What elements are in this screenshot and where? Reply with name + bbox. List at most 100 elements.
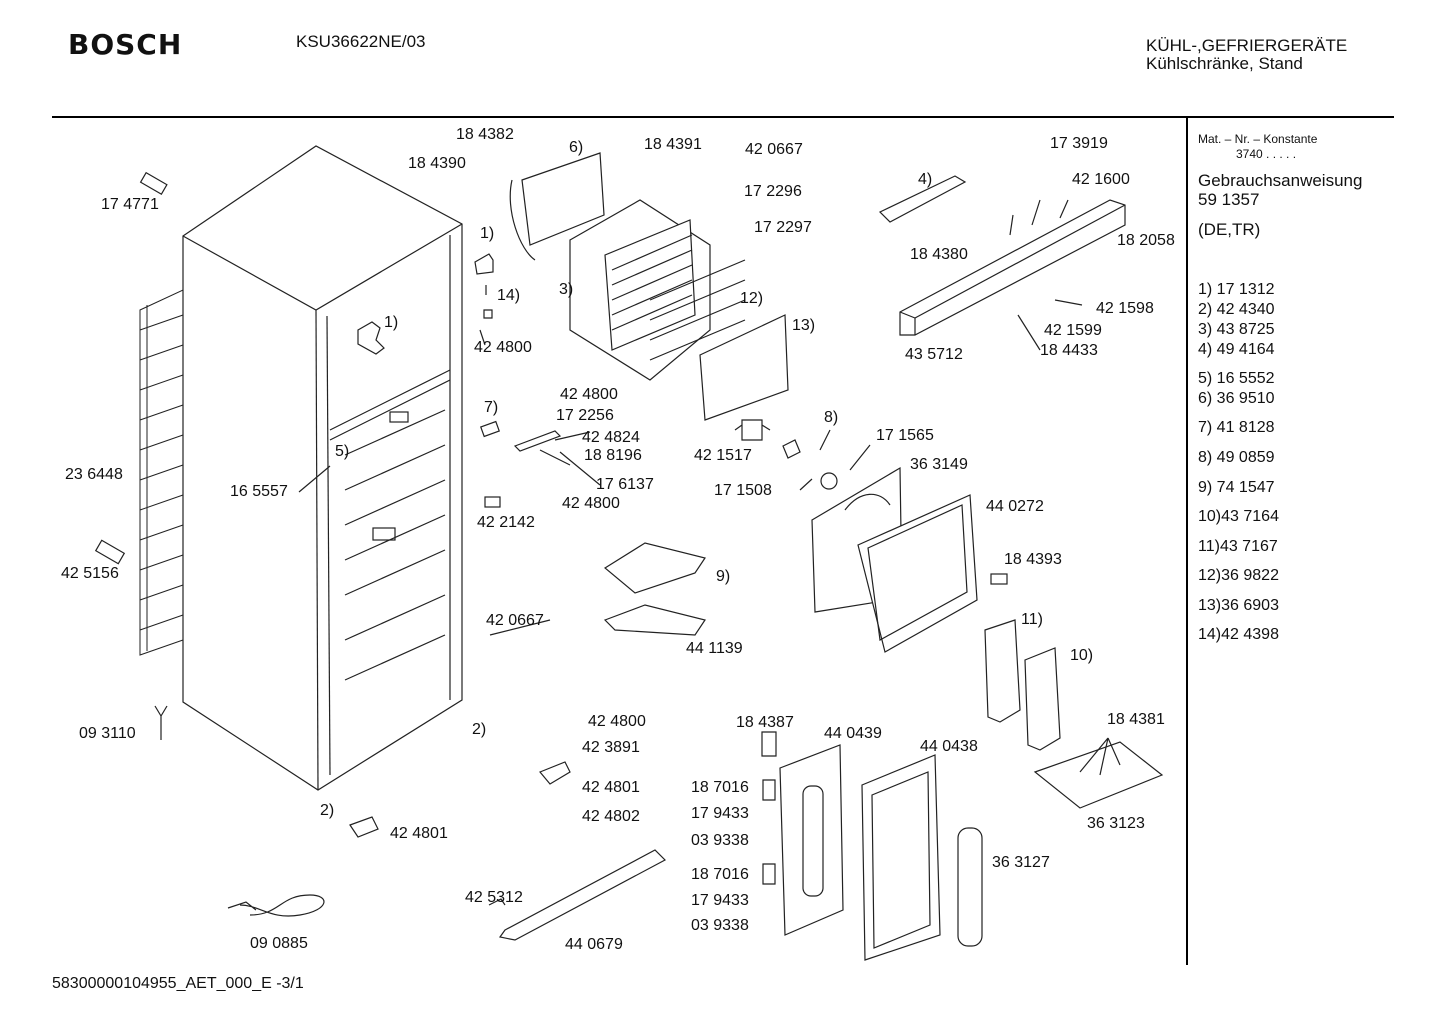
- part-label: 17 1508: [714, 482, 772, 499]
- part-label: 42 4801: [390, 825, 448, 842]
- part-label: 17 9433: [691, 805, 749, 822]
- part-label: 17 2256: [556, 407, 614, 424]
- legend-item: 14)42 4398: [1198, 626, 1279, 643]
- part-label: 17 6137: [596, 476, 654, 493]
- part-label: 09 3110: [79, 725, 136, 742]
- part-label: 42 4801: [582, 779, 640, 796]
- part-label: 18 4393: [1004, 551, 1062, 568]
- legend-item: 1) 17 1312: [1198, 281, 1275, 298]
- part-label: 18 4391: [644, 136, 702, 153]
- part-label: 42 5312: [465, 889, 523, 906]
- part-label: 44 0438: [920, 738, 978, 755]
- part-label: 8): [824, 409, 839, 426]
- part-label: 17 2296: [744, 183, 802, 200]
- header-divider: [52, 116, 1394, 118]
- part-label: 18 4381: [1107, 711, 1165, 728]
- part-label: 44 0679: [565, 936, 623, 953]
- part-label: 17 4771: [101, 196, 159, 213]
- part-label: 18 7016: [691, 779, 749, 796]
- legend-item: 13)36 6903: [1198, 597, 1279, 614]
- part-label: 10): [1070, 647, 1094, 664]
- part-label: 42 4800: [560, 386, 618, 403]
- part-label: 18 4387: [736, 714, 794, 731]
- part-label: 42 4800: [474, 339, 532, 356]
- part-label: 18 4382: [456, 126, 514, 143]
- legend-item: 4) 49 4164: [1198, 341, 1275, 358]
- brand-logo: BOSCH: [68, 28, 183, 61]
- part-label: 7): [484, 399, 499, 416]
- part-label: 44 1139: [686, 640, 743, 657]
- part-label: 42 2142: [477, 514, 535, 531]
- manual-label: Gebrauchsanweisung: [1198, 171, 1363, 190]
- part-label: 1): [384, 314, 399, 331]
- part-label: 1): [480, 225, 495, 242]
- part-label: 4): [918, 171, 933, 188]
- part-label: 23 6448: [65, 466, 123, 483]
- part-label: 42 4800: [588, 713, 646, 730]
- part-label: 5): [335, 443, 350, 460]
- legend-item: 11)43 7167: [1198, 538, 1278, 555]
- part-label: 18 4433: [1040, 342, 1098, 359]
- control-panel: [878, 175, 1126, 336]
- part-label: 42 1600: [1072, 171, 1130, 188]
- part-label: 42 1517: [694, 447, 752, 464]
- part-label: 18 8196: [584, 447, 642, 464]
- part-label: 16 5557: [230, 483, 288, 500]
- part-label: 09 0885: [250, 935, 308, 952]
- part-label: 17 2297: [754, 219, 812, 236]
- part-label: 03 9338: [691, 832, 749, 849]
- part-label: 03 9338: [691, 917, 749, 934]
- legend-item: 8) 49 0859: [1198, 449, 1275, 466]
- part-label: 36 3149: [910, 456, 968, 473]
- cabinet-body: [182, 145, 463, 791]
- part-label: 44 0272: [986, 498, 1044, 515]
- part-label: 11): [1021, 611, 1043, 628]
- legend-item: 10)43 7164: [1198, 508, 1279, 525]
- part-label: 43 5712: [905, 346, 963, 363]
- part-label: 18 4380: [910, 246, 968, 263]
- sidebar-divider: [1186, 117, 1188, 965]
- part-label: 18 2058: [1117, 232, 1175, 249]
- mat-number-value: 3740 . . . . .: [1236, 147, 1297, 161]
- part-label: 36 3123: [1087, 815, 1145, 832]
- legend-item: 3) 43 8725: [1198, 321, 1275, 338]
- part-label: 17 3919: [1050, 135, 1108, 152]
- part-label: 3): [559, 281, 574, 298]
- part-label: 13): [792, 317, 816, 334]
- part-label: 14): [497, 287, 521, 304]
- part-label: 18 4390: [408, 155, 466, 172]
- part-label: 17 1565: [876, 427, 934, 444]
- model-number: KSU36622NE/03: [296, 32, 426, 51]
- manual-number: 59 1357: [1198, 190, 1260, 209]
- part-label: 42 0667: [486, 612, 544, 629]
- document-id: 58300000104955_AET_000_E -3/1: [52, 975, 304, 992]
- legend-item: 6) 36 9510: [1198, 390, 1275, 407]
- part-label: 2): [472, 721, 487, 738]
- legend-item: 5) 16 5552: [1198, 370, 1275, 387]
- part-label: 36 3127: [992, 854, 1050, 871]
- legend-item: 2) 42 4340: [1198, 301, 1275, 318]
- part-label: 42 0667: [745, 141, 803, 158]
- languages: (DE,TR): [1198, 220, 1261, 239]
- part-label: 9): [716, 568, 731, 585]
- part-label: 42 1598: [1096, 300, 1154, 317]
- part-label: 42 5156: [61, 565, 119, 582]
- part-label: 42 3891: [582, 739, 640, 756]
- part-label: 42 1599: [1044, 322, 1102, 339]
- category-subtitle: Kühlschränke, Stand: [1146, 54, 1303, 73]
- part-label: 44 0439: [824, 725, 882, 742]
- mat-number-title: Mat. – Nr. – Konstante: [1198, 132, 1318, 146]
- part-label: 18 7016: [691, 866, 749, 883]
- part-label: 2): [320, 802, 335, 819]
- exploded-view-drawing: [94, 145, 1164, 961]
- legend-item: 12)36 9822: [1198, 567, 1279, 584]
- category-title: KÜHL-,GEFRIERGERÄTE: [1146, 36, 1348, 55]
- part-label: 17 9433: [691, 892, 749, 909]
- legend-item: 7) 41 8128: [1198, 419, 1275, 436]
- condenser-grid: [139, 289, 184, 656]
- part-label: 42 4824: [582, 429, 640, 446]
- part-label: 6): [569, 139, 584, 156]
- part-label: 42 4800: [562, 495, 620, 512]
- legend-item: 9) 74 1547: [1198, 479, 1275, 496]
- part-label: 42 4802: [582, 808, 640, 825]
